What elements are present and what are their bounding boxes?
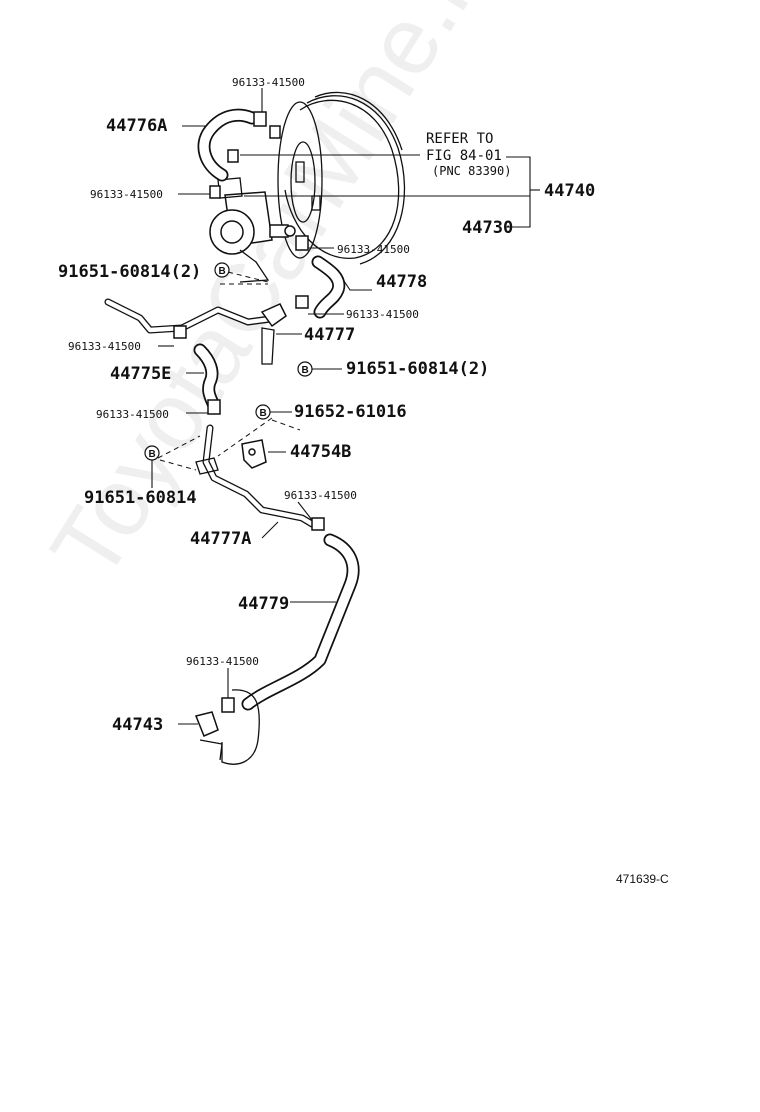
hose-44776A-shape <box>197 108 281 182</box>
part-label-44730: 44730 <box>462 218 513 238</box>
svg-text:B: B <box>302 365 309 376</box>
part-label-44754B: 44754B <box>290 442 351 462</box>
svg-text:B: B <box>260 408 267 419</box>
hose-44779-shape <box>241 533 360 711</box>
part-label-44743: 44743 <box>112 715 163 735</box>
clip-label-1: 96133-41500 <box>232 76 305 89</box>
bracket-44754B-shape <box>241 439 267 469</box>
master-cylinder-shape <box>209 149 296 283</box>
bolt-marker-4: B <box>144 445 160 461</box>
part-label-44777: 44777 <box>304 325 355 345</box>
part-label-44779: 44779 <box>238 594 289 614</box>
part-label-44740: 44740 <box>544 181 595 201</box>
hose-44775E-shape <box>193 343 221 415</box>
brake-booster-shape <box>277 91 406 265</box>
reference-line-3: (PNC 83390) <box>432 164 511 178</box>
reference-line-2: FIG 84-01 <box>426 148 502 164</box>
leader-lines <box>151 88 540 725</box>
reference-line-1: REFER TO <box>426 131 493 147</box>
clip-label-4: 96133-41500 <box>346 308 419 321</box>
part-label-44778: 44778 <box>376 272 427 292</box>
part-label-44776A: 44776A <box>106 116 167 136</box>
svg-text:B: B <box>149 449 156 460</box>
clip-label-3: 96133-41500 <box>337 243 410 256</box>
clip-label-6: 96133-41500 <box>96 408 169 421</box>
clip-label-7: 96133-41500 <box>284 489 357 502</box>
clip-label-2: 96133-41500 <box>90 188 163 201</box>
pipe-44777A-shape <box>195 424 325 531</box>
bolt-marker-2: B <box>297 361 313 377</box>
part-label-44777A: 44777A <box>190 529 251 549</box>
svg-text:B: B <box>219 266 226 277</box>
clip-label-5: 96133-41500 <box>68 340 141 353</box>
diagram-id: 471639-C <box>616 872 669 886</box>
bolt-marker-3: B <box>255 404 271 420</box>
bolt-label-3: 91652-61016 <box>294 402 407 422</box>
part-label-44775E: 44775E <box>110 364 171 384</box>
bolt-marker-1: B <box>214 262 230 278</box>
pipe-44777-shape <box>104 298 287 365</box>
bolt-label-1: 91651-60814(2) <box>58 262 201 282</box>
bolt-label-2: 91651-60814(2) <box>346 359 489 379</box>
hose-44778-shape <box>295 235 346 319</box>
clip-label-8: 96133-41500 <box>186 655 259 668</box>
bolt-label-4: 91651-60814 <box>84 488 197 508</box>
